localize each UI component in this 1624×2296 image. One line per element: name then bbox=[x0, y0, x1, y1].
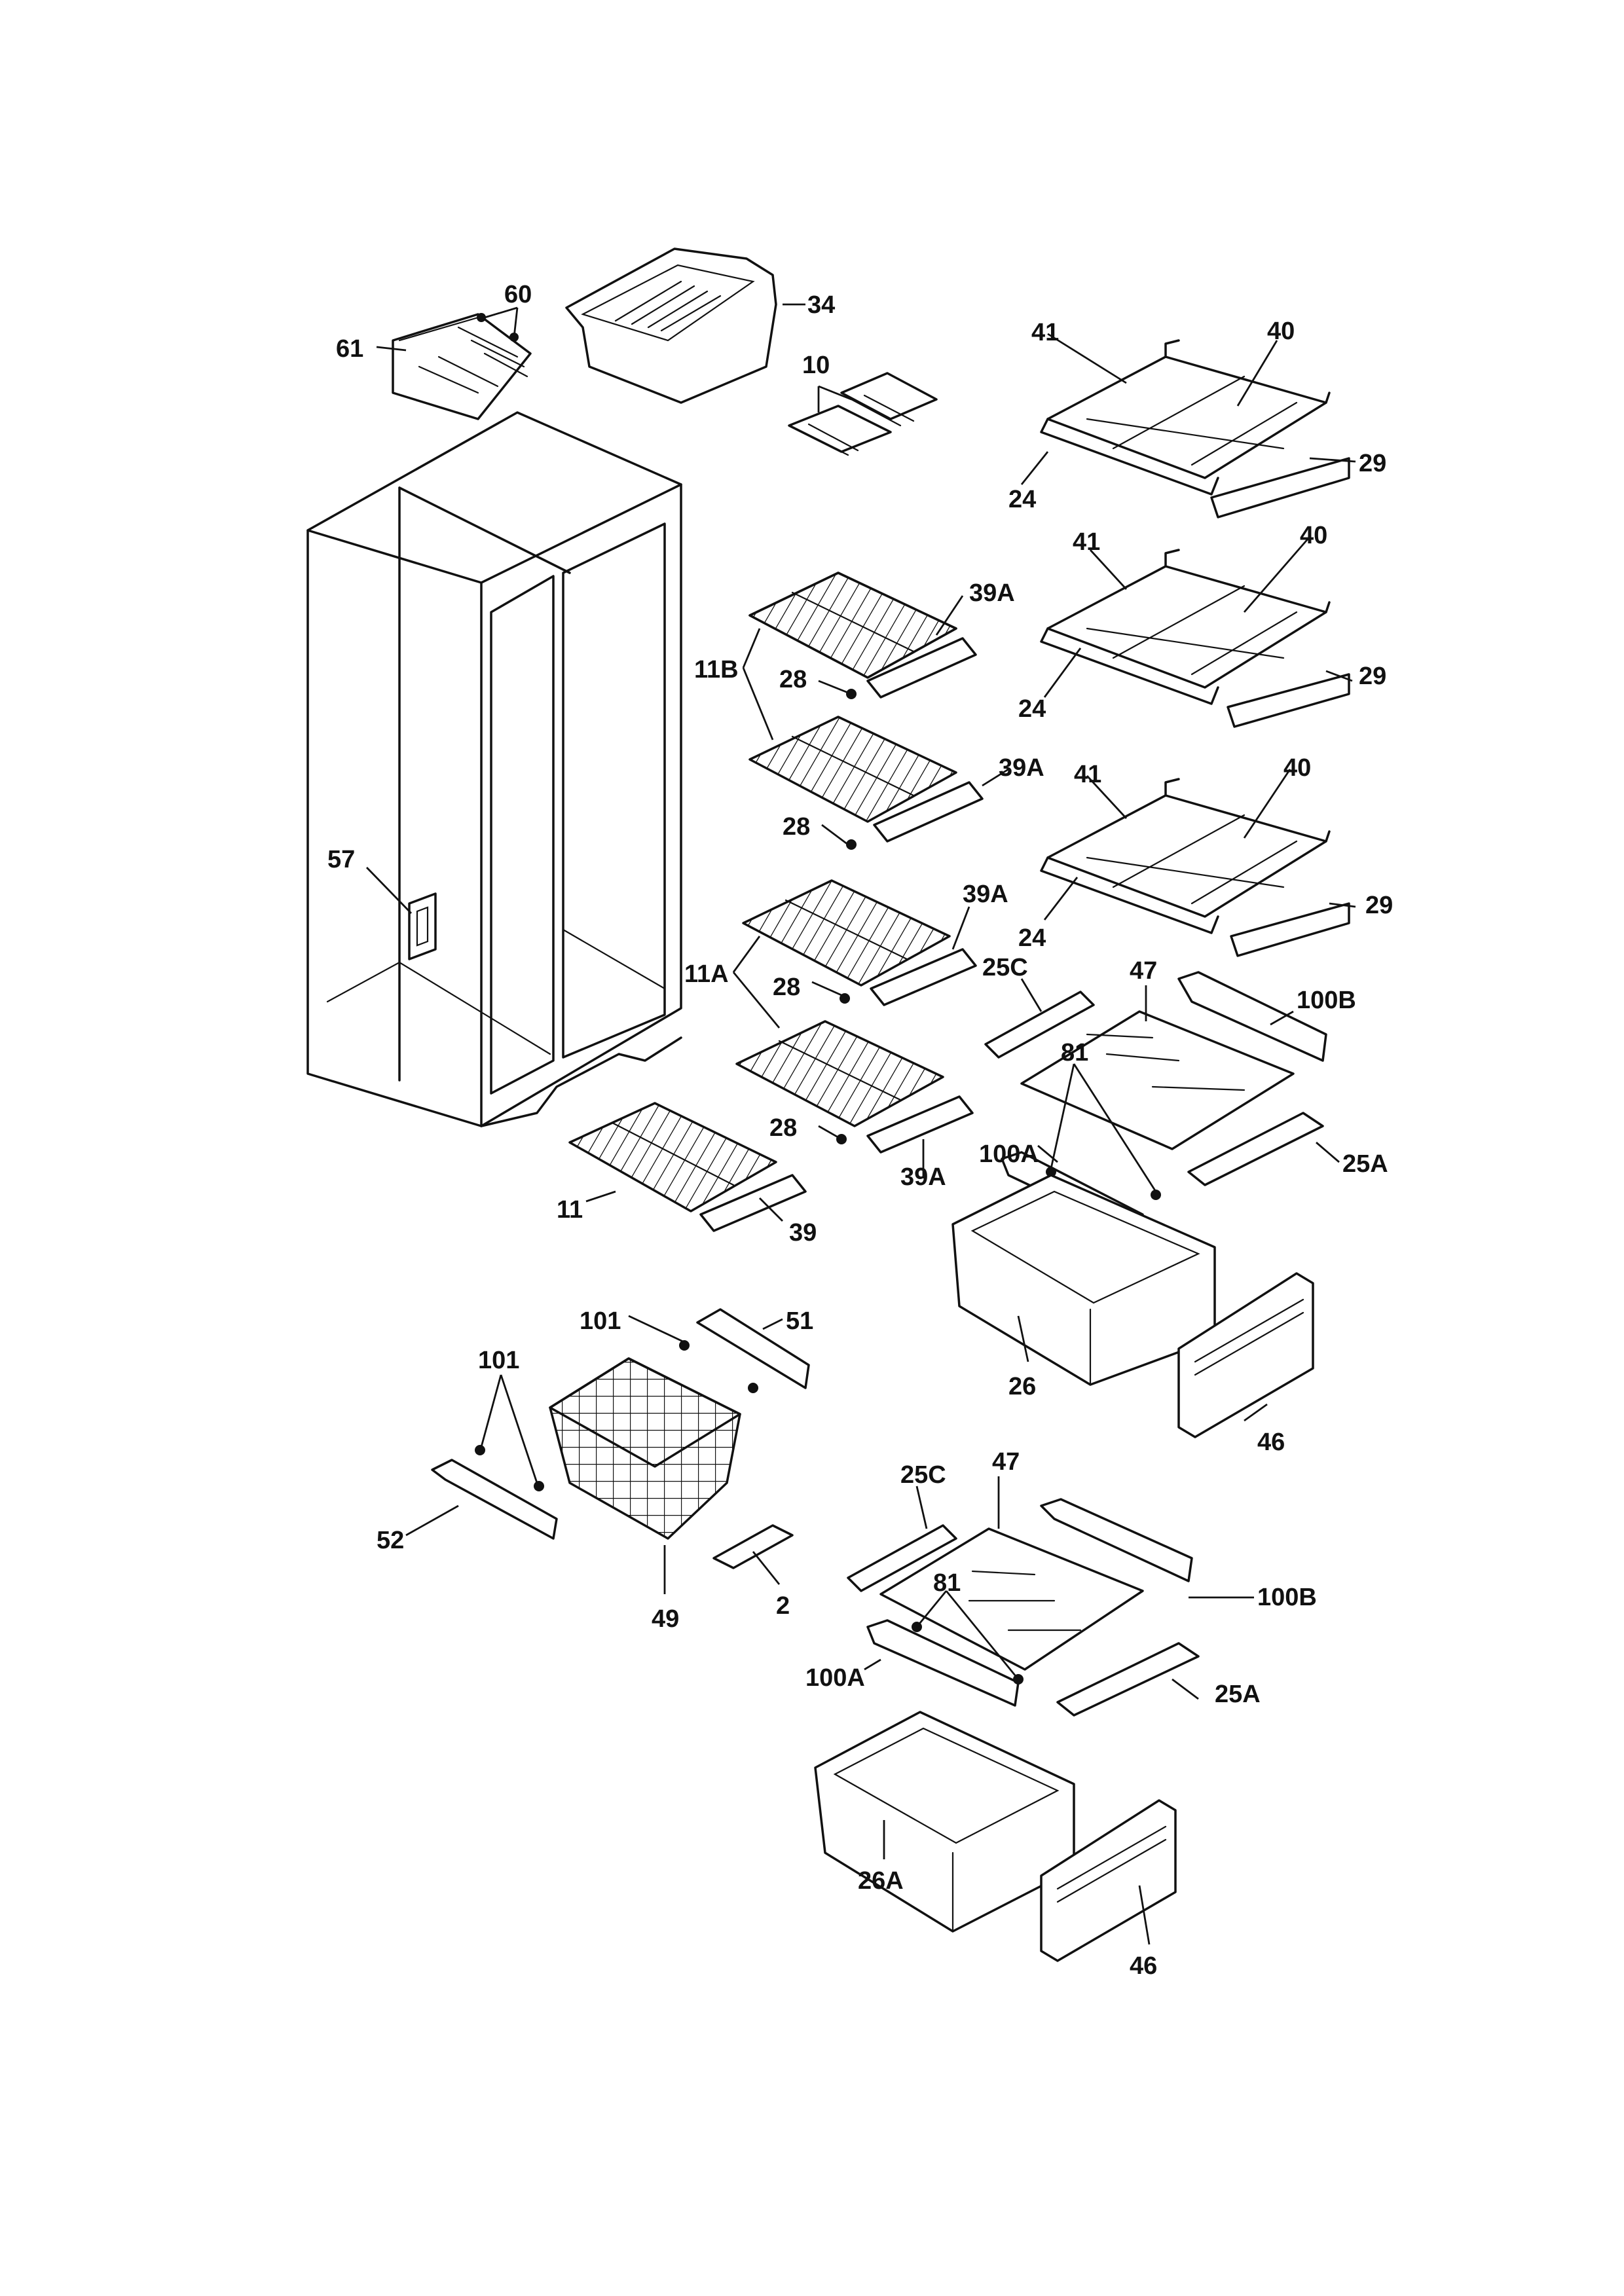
label-100a-2: 100A bbox=[805, 1664, 865, 1692]
bracket-61 bbox=[392, 313, 532, 420]
label-39: 39 bbox=[789, 1219, 817, 1247]
ice-trays-10 bbox=[788, 372, 938, 456]
rail-51 bbox=[679, 1308, 810, 1393]
crisper-drawer-26a bbox=[814, 1711, 1075, 1933]
label-11a: 11A bbox=[684, 960, 729, 988]
label-57: 57 bbox=[327, 846, 355, 873]
label-81-1: 81 bbox=[1061, 1039, 1088, 1066]
label-24-bottom: 24 bbox=[1018, 924, 1046, 952]
label-100b-2: 100B bbox=[1257, 1584, 1317, 1611]
label-26: 26 bbox=[1008, 1373, 1036, 1400]
label-24-middle: 24 bbox=[1018, 695, 1046, 723]
label-28-1: 28 bbox=[779, 666, 807, 693]
label-39a-2: 39A bbox=[999, 754, 1044, 782]
label-41-top: 41 bbox=[1031, 319, 1059, 346]
label-81-2: 81 bbox=[933, 1569, 961, 1597]
label-52: 52 bbox=[377, 1527, 404, 1554]
label-25a-1: 25A bbox=[1342, 1150, 1388, 1178]
crisper-drawer-26 bbox=[951, 1174, 1216, 1386]
label-26a: 26A bbox=[858, 1867, 904, 1895]
label-28-3: 28 bbox=[773, 974, 800, 1001]
label-2: 2 bbox=[776, 1592, 790, 1620]
label-100a-1: 100A bbox=[979, 1140, 1039, 1168]
ice-bucket-34 bbox=[565, 247, 777, 404]
rail-52 bbox=[431, 1445, 558, 1540]
wire-shelf-11b-lower bbox=[748, 716, 984, 850]
label-29-middle: 29 bbox=[1359, 663, 1386, 690]
door-shelf-24-top bbox=[1040, 339, 1350, 519]
wire-shelf-11b-upper bbox=[748, 572, 977, 699]
label-49: 49 bbox=[652, 1605, 679, 1633]
door-shelf-24-middle bbox=[1040, 549, 1350, 728]
wire-basket-49 bbox=[549, 1357, 741, 1540]
label-11: 11 bbox=[557, 1196, 583, 1224]
label-39a-4: 39A bbox=[900, 1163, 946, 1191]
label-46-1: 46 bbox=[1257, 1429, 1285, 1456]
label-28-2: 28 bbox=[783, 813, 810, 841]
label-101-1: 101 bbox=[580, 1307, 621, 1335]
wire-shelf-11a-upper bbox=[742, 879, 977, 1006]
part-2 bbox=[712, 1524, 794, 1569]
door-shelf-24-bottom bbox=[1040, 778, 1350, 957]
label-40-middle: 40 bbox=[1300, 522, 1327, 549]
label-100b-1: 100B bbox=[1297, 987, 1356, 1014]
label-25a-2: 25A bbox=[1215, 1681, 1261, 1708]
label-41-bottom: 41 bbox=[1074, 761, 1101, 788]
label-40-bottom: 40 bbox=[1283, 754, 1311, 782]
label-61: 61 bbox=[336, 335, 363, 363]
label-29-top: 29 bbox=[1359, 450, 1386, 477]
label-28-4: 28 bbox=[769, 1114, 797, 1142]
crisper-front-46-lower bbox=[1040, 1799, 1177, 1962]
crisper-front-46-upper bbox=[1177, 1272, 1314, 1438]
label-47-1: 47 bbox=[1130, 957, 1157, 985]
wire-shelf-11a-lower bbox=[735, 1020, 974, 1154]
leader-lines bbox=[365, 303, 1356, 1945]
label-51: 51 bbox=[786, 1307, 813, 1335]
label-60: 60 bbox=[504, 281, 532, 308]
label-47-2: 47 bbox=[992, 1448, 1020, 1476]
label-46-2: 46 bbox=[1130, 1952, 1157, 1980]
label-39a-3: 39A bbox=[963, 881, 1008, 908]
label-34: 34 bbox=[807, 291, 835, 319]
refrigerator-cabinet bbox=[306, 411, 682, 1127]
part-labels: 60 34 61 10 41 40 29 24 41 40 29 24 39A … bbox=[327, 281, 1393, 1980]
label-25c-1: 25C bbox=[982, 954, 1028, 981]
label-41-middle: 41 bbox=[1073, 528, 1100, 556]
label-101-2: 101 bbox=[478, 1347, 519, 1374]
label-24-top: 24 bbox=[1008, 486, 1036, 513]
label-10: 10 bbox=[802, 352, 830, 379]
label-39a-1: 39A bbox=[969, 579, 1015, 607]
wire-shelf-11 bbox=[568, 1102, 807, 1232]
label-40-top: 40 bbox=[1267, 318, 1295, 345]
label-29-bottom: 29 bbox=[1365, 892, 1393, 919]
label-11b: 11B bbox=[694, 656, 739, 683]
crisper-cover-lower bbox=[847, 1498, 1200, 1717]
label-25c-2: 25C bbox=[900, 1461, 946, 1489]
